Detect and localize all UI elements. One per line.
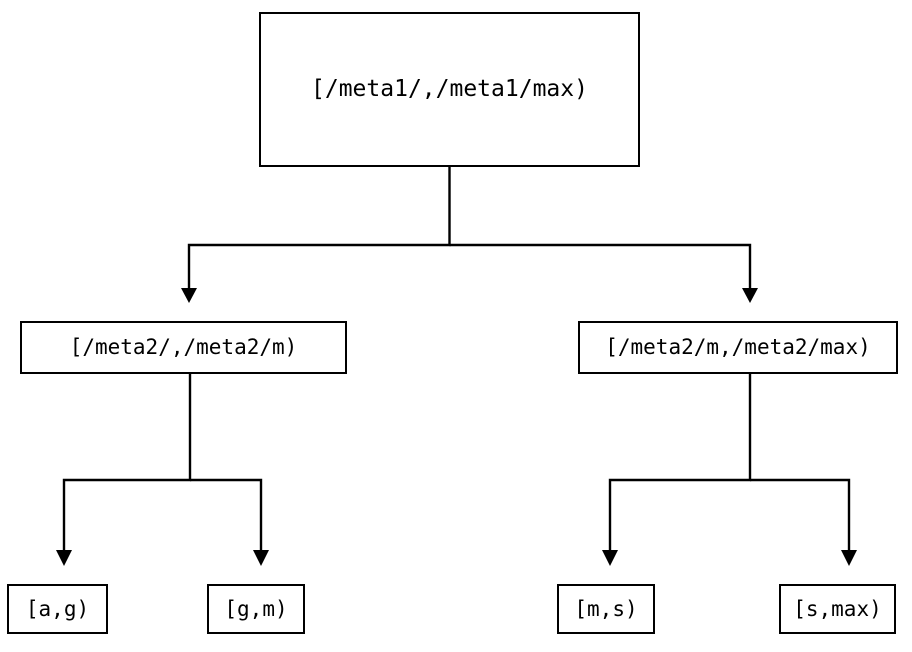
arrowhead-mid-right-to-leaf-3 bbox=[602, 550, 618, 566]
edge-mid-left-to-leaf-2 bbox=[190, 478, 263, 551]
edge-mid-left-to-leaf-1 bbox=[62, 374, 192, 551]
edge-mid-right-to-leaf-3 bbox=[608, 374, 752, 551]
node-root: [/meta1/,/meta1/max) bbox=[259, 12, 640, 167]
arrowhead-root-to-mid-left bbox=[181, 288, 197, 303]
node-leaf-2-label: [g,m) bbox=[224, 596, 288, 621]
node-root-label: [/meta1/,/meta1/max) bbox=[311, 76, 588, 102]
node-leaf-1: [a,g) bbox=[7, 584, 108, 634]
node-mid-left: [/meta2/,/meta2/m) bbox=[20, 321, 347, 374]
node-leaf-3: [m,s) bbox=[557, 584, 655, 634]
node-leaf-3-label: [m,s) bbox=[574, 596, 638, 621]
node-mid-right-label: [/meta2/m,/meta2/max) bbox=[605, 335, 871, 359]
arrowhead-mid-left-to-leaf-2 bbox=[253, 550, 269, 566]
node-leaf-1-label: [a,g) bbox=[25, 596, 90, 621]
edge-root-to-mid-right bbox=[449, 243, 752, 289]
node-leaf-4: [s,max) bbox=[779, 584, 896, 634]
edge-root-to-mid-left bbox=[187, 167, 451, 289]
arrowhead-root-to-mid-right bbox=[742, 288, 758, 303]
arrowhead-mid-right-to-leaf-4 bbox=[841, 550, 857, 566]
node-leaf-4-label: [s,max) bbox=[793, 596, 882, 621]
node-mid-right: [/meta2/m,/meta2/max) bbox=[578, 321, 898, 374]
arrowhead-mid-left-to-leaf-1 bbox=[56, 550, 72, 566]
node-leaf-2: [g,m) bbox=[207, 584, 305, 634]
edge-mid-right-to-leaf-4 bbox=[750, 478, 851, 551]
node-mid-left-label: [/meta2/,/meta2/m) bbox=[69, 335, 298, 359]
